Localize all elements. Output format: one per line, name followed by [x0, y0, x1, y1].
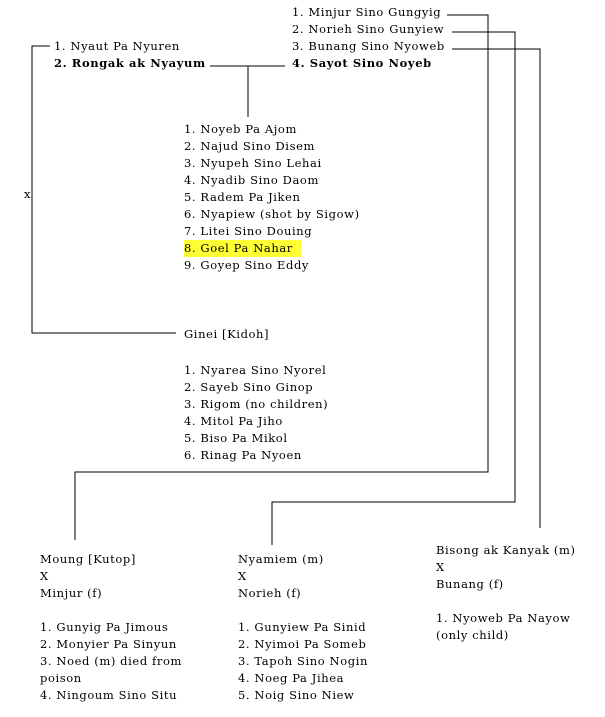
nyamiem-name: Nyamiem (m) [238, 552, 324, 566]
top-right-item-3: 3. Bunang Sino Nyoweb [292, 39, 445, 53]
nyamiem-family: Nyamiem (m) X Norieh (f) 1. Gunyiew Pa S… [238, 551, 368, 704]
list-item: 6. Nyapiew (shot by Sigow) [184, 207, 360, 221]
list-item: 1. Nyarea Sino Nyorel [184, 363, 327, 377]
list-item: 5. Biso Pa Mikol [184, 431, 288, 445]
ginei-title: Ginei [Kidoh] [184, 327, 270, 341]
moung-spouse: Minjur (f) [40, 586, 103, 600]
top-right-item-1: 1. Minjur Sino Gungyig [292, 5, 442, 19]
list-item: poison [40, 671, 82, 685]
spacer [238, 602, 368, 619]
list-item: 4. Noeg Pa Jihea [238, 671, 345, 685]
list-item: 6. Rinag Pa Nyoen [184, 448, 302, 462]
spacer [40, 602, 182, 619]
list-item: 4. Mitol Pa Jiho [184, 414, 283, 428]
list-item: 4. Nyadib Sino Daom [184, 173, 319, 187]
list-item: 5. Radem Pa Jiken [184, 190, 301, 204]
list-item: 1. Nyoweb Pa Nayow [436, 611, 571, 625]
ginei-children-list: 1. Nyarea Sino Nyorel 2. Sayeb Sino Gino… [184, 362, 328, 464]
bisong-name: Bisong ak Kanyak (m) [436, 543, 576, 557]
list-item: 3. Rigom (no children) [184, 397, 329, 411]
moung-name: Moung [Kutop] [40, 552, 136, 566]
list-item: 1. Gunyiew Pa Sinid [238, 620, 367, 634]
highlighted-item-wrapper: 8. Goel Pa Nahar [184, 240, 360, 257]
bisong-spouse: Bunang (f) [436, 577, 504, 591]
children-noyeb-list: 1. Noyeb Pa Ajom 2. Najud Sino Disem 3. … [184, 121, 360, 274]
list-item: 9. Goyep Sino Eddy [184, 258, 310, 272]
list-item: 2. Sayeb Sino Ginop [184, 380, 314, 394]
list-item: 3. Tapoh Sino Nogin [238, 654, 368, 668]
list-item: 2. Nyimoi Pa Someb [238, 637, 367, 651]
top-right-spouse: 4. Sayot Sino Noyeb [292, 56, 432, 70]
list-item: 1. Noyeb Pa Ajom [184, 122, 297, 136]
list-item: 5. Noig Sino Niew [238, 688, 355, 702]
moung-x: X [40, 569, 49, 583]
list-item: (only child) [436, 628, 509, 642]
list-item-highlighted: 8. Goel Pa Nahar [184, 240, 301, 257]
connector-bunang [452, 48, 541, 528]
marriage-mark: x [24, 187, 32, 201]
list-item: 3. Noed (m) died from [40, 654, 183, 668]
list-item: 7. Litei Sino Douing [184, 224, 313, 238]
nyamiem-spouse: Norieh (f) [238, 586, 302, 600]
nyamiem-x: X [238, 569, 247, 583]
bisong-x: X [436, 560, 445, 574]
top-left-item-1: 1. Nyaut Pa Nyuren [54, 39, 180, 53]
list-item: 2. Najud Sino Disem [184, 139, 315, 153]
connector-left-bracket [31, 45, 176, 334]
top-right-item-2: 2. Norieh Sino Gunyiew [292, 22, 445, 36]
top-left-item-2: 2. Rongak ak Nyayum [54, 56, 206, 70]
list-item: 1. Gunyig Pa Jimous [40, 620, 169, 634]
bisong-family: Bisong ak Kanyak (m) X Bunang (f) 1. Nyo… [436, 542, 576, 644]
connector-minjur [74, 14, 489, 540]
list-item: 4. Ningoum Sino Situ [40, 688, 178, 702]
list-item: 2. Monyier Pa Sinyun [40, 637, 177, 651]
spacer [436, 593, 576, 610]
list-item: 3. Nyupeh Sino Lehai [184, 156, 322, 170]
moung-family: Moung [Kutop] X Minjur (f) 1. Gunyig Pa … [40, 551, 182, 704]
connector-norieh [271, 31, 516, 545]
